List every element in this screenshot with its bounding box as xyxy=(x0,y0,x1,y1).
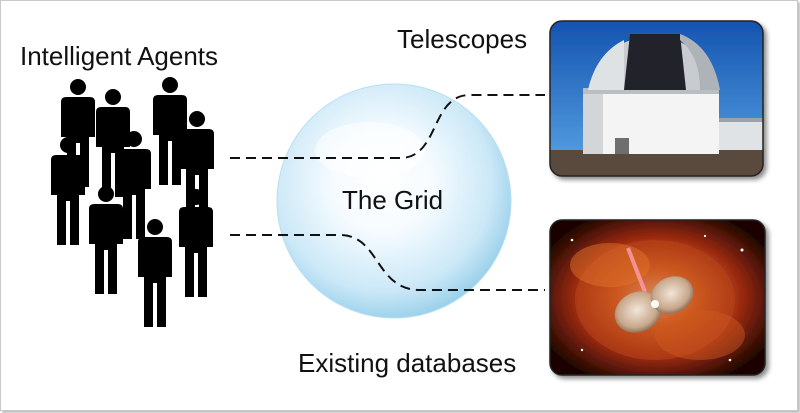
telescope-photo xyxy=(549,20,764,177)
grid-sphere xyxy=(276,83,512,319)
existing-databases-label: Existing databases xyxy=(298,348,516,378)
intelligent-agents-label: Intelligent Agents xyxy=(20,41,218,71)
people-crowd-icon xyxy=(51,77,214,327)
grid-label: The Grid xyxy=(342,185,443,215)
connector-telescopes xyxy=(230,94,545,159)
connectors xyxy=(230,94,545,291)
nebula-photo xyxy=(549,219,766,376)
connector-databases xyxy=(230,234,545,291)
telescopes-label: Telescopes xyxy=(397,24,527,54)
